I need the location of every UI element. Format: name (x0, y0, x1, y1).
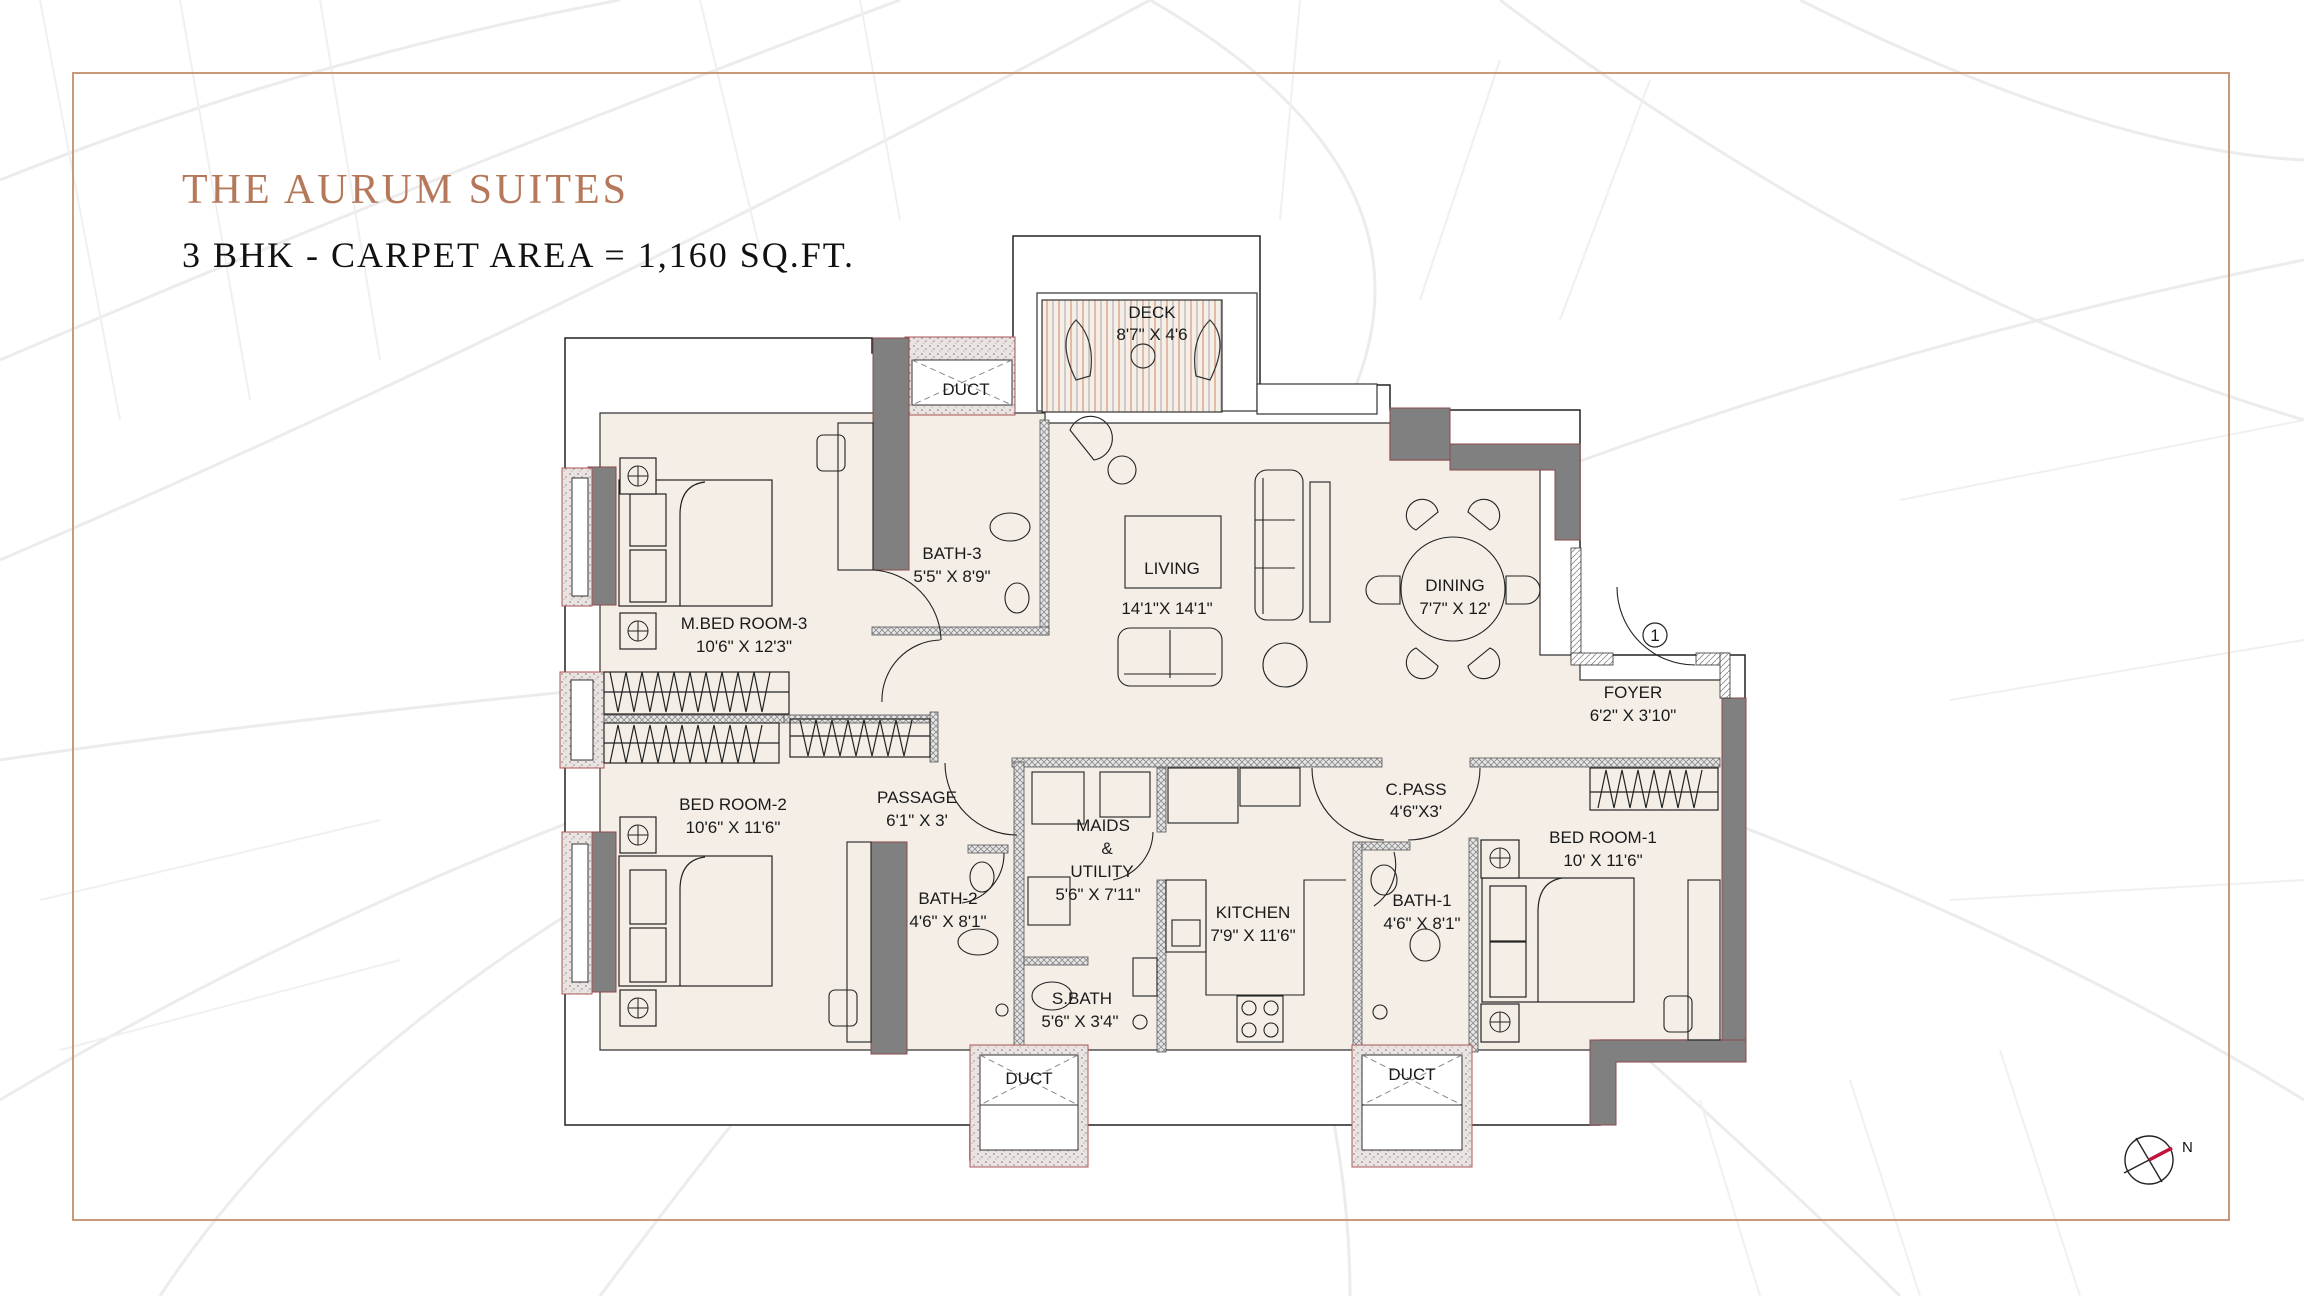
room-label-m-bed-room-3: M.BED ROOM-3 (681, 614, 808, 633)
room-label-duct-top: DUCT (942, 380, 989, 399)
unit-carpet-area: 3 BHK - CARPET AREA = 1,160 SQ.FT. (182, 235, 856, 275)
structural-walls (587, 337, 1747, 1126)
room-label-duct-bottom-left: DUCT (1005, 1069, 1052, 1088)
room-label-foyer: FOYER (1604, 683, 1663, 702)
room-label-duct-bottom-right: DUCT (1388, 1065, 1435, 1084)
wardrobes (603, 671, 1719, 811)
room-label-utility: UTILITY (1070, 862, 1133, 881)
room-size-bed-room-1: 10' X 11'6" (1563, 851, 1642, 870)
room-size-passage: 6'1" X 3' (886, 811, 948, 830)
north-compass-icon: N (2123, 1135, 2193, 1185)
room-label-bed-room-1: BED ROOM-1 (1549, 828, 1657, 847)
entrance-marker: 1 (1650, 626, 1659, 645)
page-frame (72, 72, 2230, 1221)
room-label-c-pass: C.PASS (1385, 780, 1446, 799)
room-label-passage: PASSAGE (877, 788, 957, 807)
room-size-bed-room-2: 10'6" X 11'6" (686, 818, 781, 837)
bedside-lamps (627, 465, 1511, 1033)
room-size-maids-utility: 5'6" X 7'11" (1055, 885, 1140, 904)
room-size-c-pass: 4'6"X3' (1390, 802, 1442, 821)
foyer-walls (1570, 547, 1731, 699)
compass-north-label: N (2182, 1139, 2193, 1156)
deck (1036, 292, 1258, 413)
room-label-kitchen: KITCHEN (1216, 903, 1291, 922)
room-size-bath-2: 4'6" X 8'1" (909, 912, 986, 931)
room-label-maids-amp: & (1101, 839, 1113, 858)
room-size-foyer: 6'2" X 3'10" (1590, 706, 1677, 725)
room-labels: DECK 8'7" X 4'6 DUCT BATH-3 5'5" X 8'9" … (679, 303, 1676, 1088)
ducts-bottom (969, 1044, 1473, 1168)
room-label-maids: MAIDS (1076, 816, 1130, 835)
room-label-bed-room-2: BED ROOM-2 (679, 795, 787, 814)
room-size-bath-3: 5'5" X 8'9" (913, 567, 990, 586)
dining-set (1365, 498, 1541, 680)
room-label-dining: DINING (1425, 576, 1485, 595)
living-furniture (1069, 415, 1331, 688)
room-size-s-bath: 5'6" X 3'4" (1041, 1012, 1118, 1031)
room-label-bath-1: BATH-1 (1392, 891, 1451, 910)
room-label-deck: DECK (1128, 303, 1176, 322)
door-swings (872, 569, 1696, 907)
room-label-bath-3: BATH-3 (922, 544, 981, 563)
beds (618, 457, 1635, 1043)
room-label-living: LIVING (1144, 559, 1200, 578)
duct-top (904, 336, 1016, 416)
room-size-deck: 8'7" X 4'6 (1116, 325, 1187, 344)
room-label-bath-2: BATH-2 (918, 889, 977, 908)
room-size-living: 14'1"X 14'1" (1121, 599, 1212, 618)
study-desks (816, 422, 1721, 1043)
room-size-m-bed-room-3: 10'6" X 12'3" (696, 637, 792, 656)
bath-fixtures (957, 512, 1441, 1030)
room-label-s-bath: S.BATH (1052, 989, 1112, 1008)
room-size-dining: 7'7" X 12' (1419, 599, 1490, 618)
room-size-kitchen: 7'9" X 11'6" (1210, 926, 1295, 945)
project-title: THE AURUM SUITES (182, 167, 630, 213)
room-size-bath-1: 4'6" X 8'1" (1383, 914, 1460, 933)
kitchen-fixtures (1027, 767, 1346, 1043)
